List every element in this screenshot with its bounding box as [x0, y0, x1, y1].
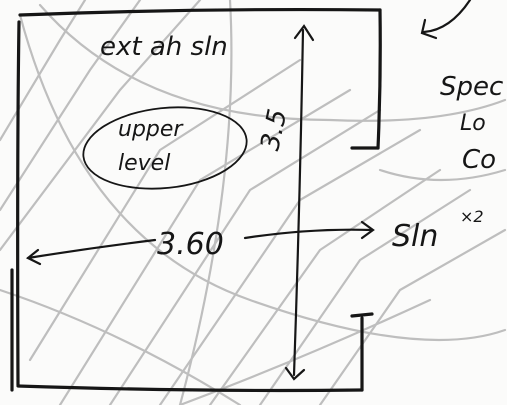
room-label-line2: level	[118, 151, 170, 176]
vertical-dimension-line	[284, 24, 315, 381]
room-outline	[10, 7, 382, 393]
right-note: Sln	[392, 219, 438, 254]
right-note-multiplier: ×2	[460, 207, 484, 226]
right-wall-lower-tick	[350, 312, 374, 318]
bottom-wall	[16, 384, 364, 393]
margin-arrow	[420, 0, 472, 40]
horizontal-dimension-label: 3.60	[157, 227, 224, 262]
margin-note-line3: Co	[462, 145, 496, 175]
room-label-line1: upper	[118, 117, 184, 142]
horizontal-dimension-line	[25, 220, 375, 266]
vertical-dimension-label: 3.5	[255, 107, 293, 154]
margin-note-line2: Lo	[460, 111, 486, 136]
margin-note-line1: Spec	[440, 72, 503, 102]
left-wall	[16, 20, 21, 387]
top-wall	[18, 7, 382, 17]
top-label: ext ah sln	[100, 32, 228, 62]
room-label-outline	[82, 106, 248, 190]
right-wall-upper	[376, 8, 382, 150]
